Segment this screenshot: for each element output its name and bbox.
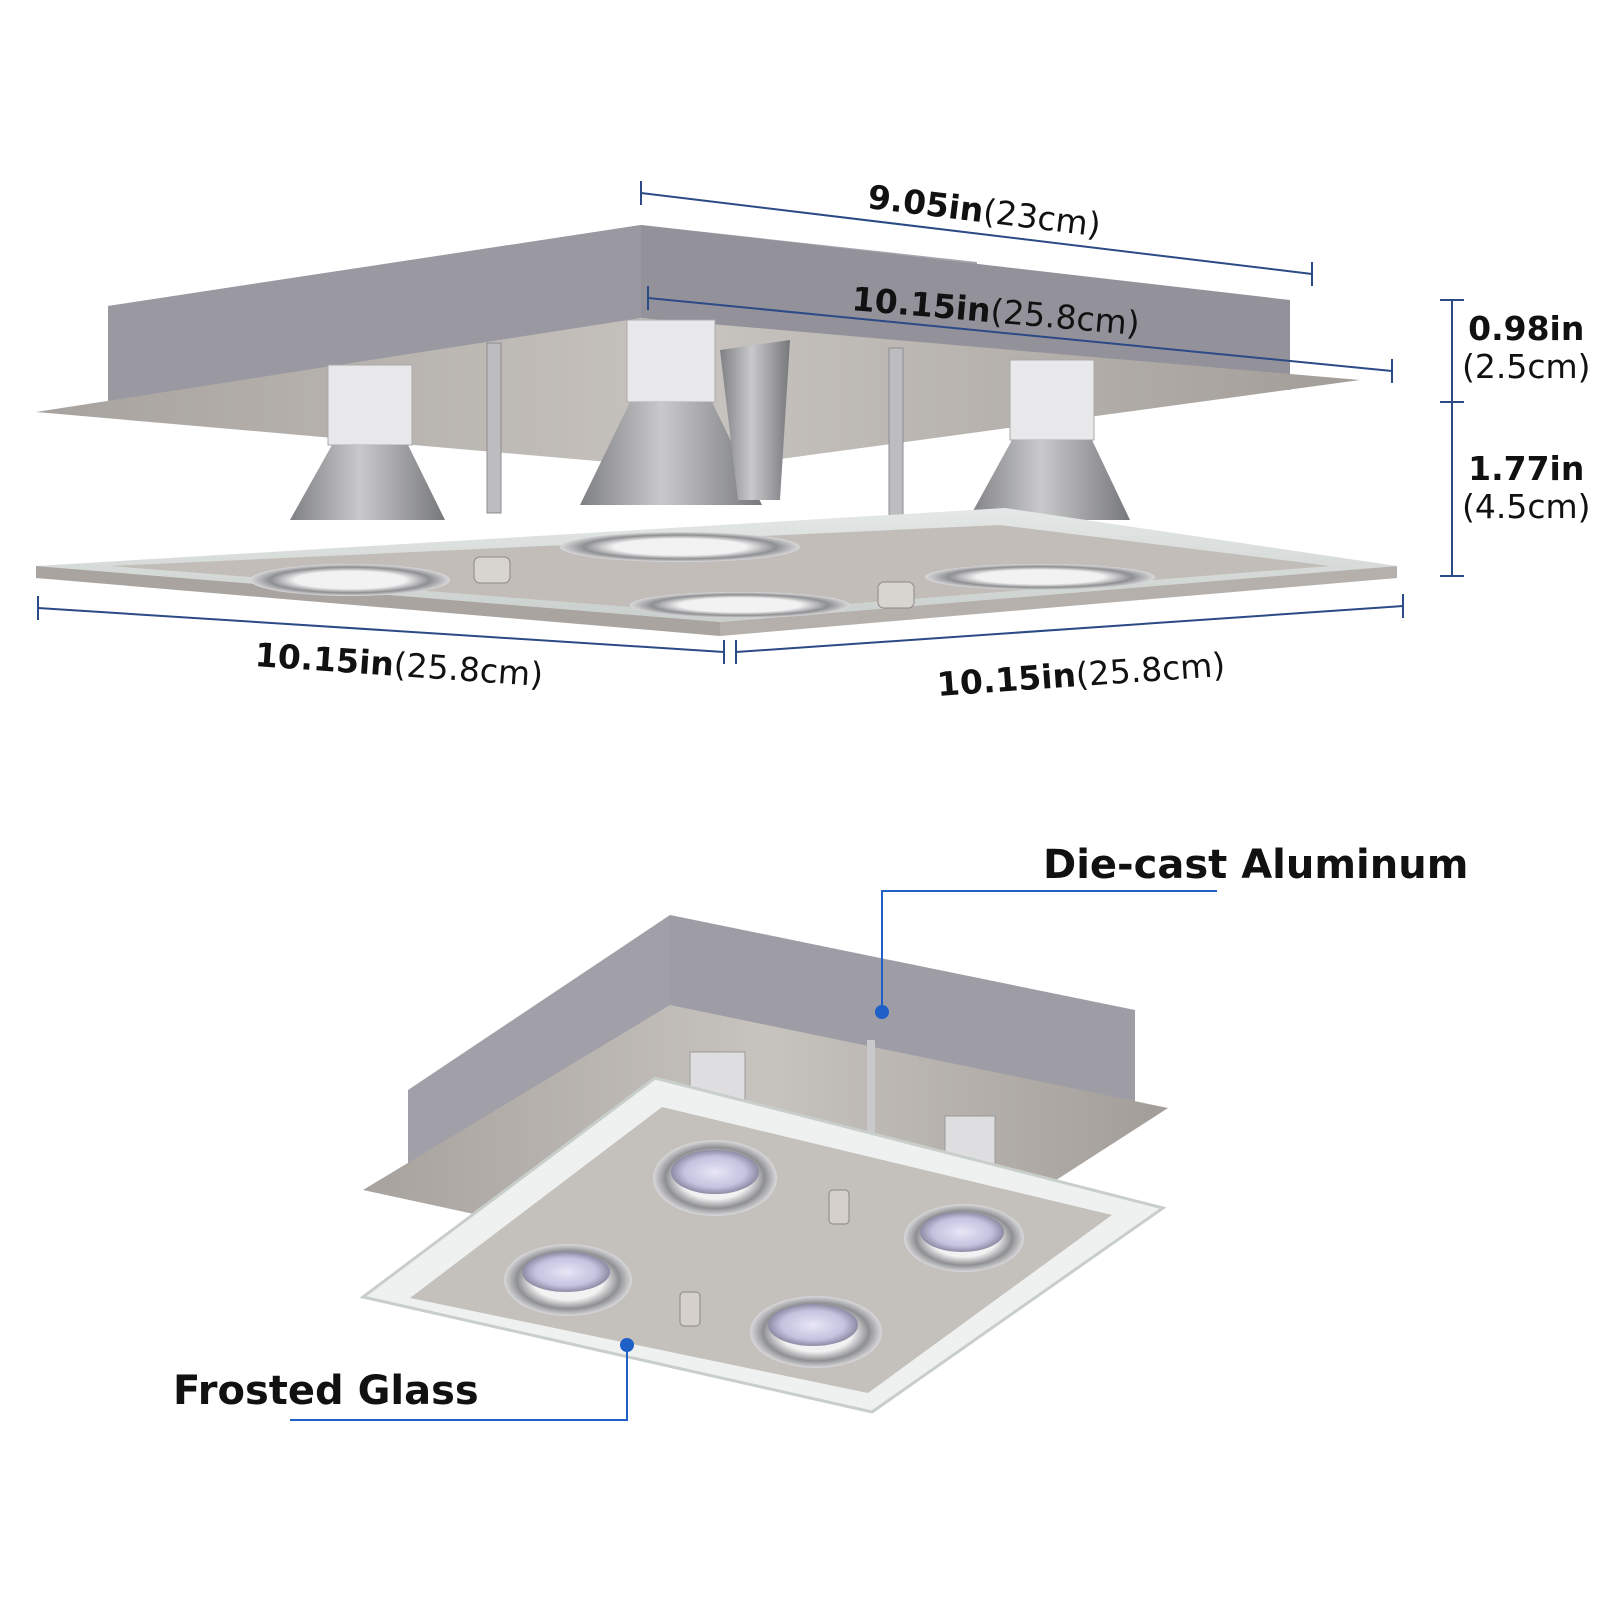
callout-frosted-glass: Frosted Glass [173, 1368, 479, 1414]
dimension-base-height-label: 0.98in (2.5cm) [1462, 309, 1591, 386]
base-top-face [670, 915, 1135, 1105]
glass-panel-face [720, 566, 1397, 636]
brushed-insert [410, 1107, 1112, 1393]
top-product-view [36, 225, 1397, 636]
base-left-side [408, 915, 670, 1180]
callout-die-cast-aluminum: Die-cast Aluminum [1043, 842, 1469, 888]
fixing-screw [473, 556, 511, 584]
standoff-rod [888, 347, 904, 519]
led-module [750, 1296, 882, 1368]
lamp-ring [250, 564, 450, 596]
callout-dot [620, 1338, 634, 1352]
dimension-lines [37, 181, 1464, 664]
base-right-side [641, 225, 1290, 390]
standoff-rod [867, 1040, 875, 1160]
led-module [653, 1140, 777, 1216]
fixing-screw [828, 1189, 850, 1225]
gu10-bulb [290, 364, 445, 520]
base-left-side [108, 225, 641, 405]
callout-lines [290, 890, 1217, 1421]
gu10-bulb [580, 319, 762, 505]
lamp-ring [560, 532, 800, 562]
standoff-rod [486, 342, 502, 514]
fixing-screw [679, 1291, 701, 1327]
lamp-ring [925, 564, 1155, 590]
led-module [904, 1204, 1024, 1272]
lamp-ring [630, 592, 850, 618]
led-module [504, 1244, 632, 1316]
bottom-product-view [359, 915, 1168, 1414]
callout-dot [875, 1005, 889, 1019]
gu10-bulb [968, 359, 1130, 520]
dimension-glass-height-label: 1.77in (4.5cm) [1462, 449, 1591, 526]
brushed-insert [110, 525, 1330, 614]
fixing-screw [877, 581, 915, 609]
gu10-bulb [720, 340, 790, 500]
glass-panel-face [36, 566, 720, 636]
